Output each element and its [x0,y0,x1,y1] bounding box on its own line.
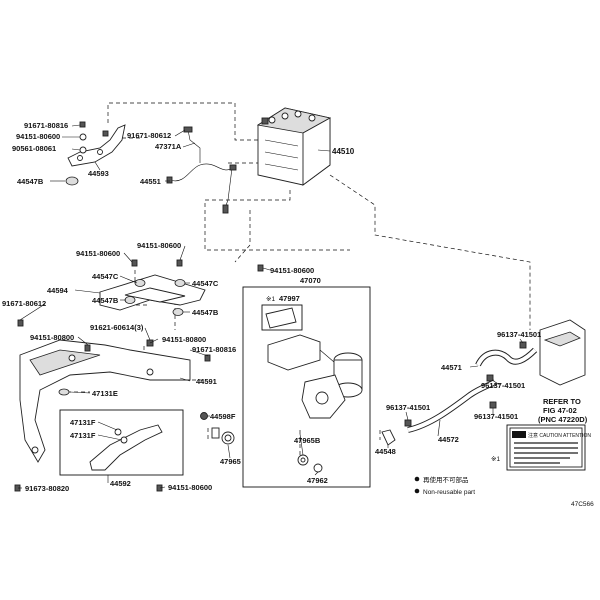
bracket-sub-box [59,409,184,476]
label-44547B-b: 44547B [92,296,119,305]
grommet-44598F [200,412,208,420]
label-47131F-b: 47131F [70,431,96,440]
label-91671-80612-b: 91671-80612 [2,299,46,308]
group-boxes [59,286,586,488]
label-47371A: 47371A [155,142,182,151]
label-44598F: 44598F [210,412,236,421]
cushion-47965 [211,427,235,445]
label-94151-80800-a: 94151-80800 [30,333,74,342]
label-96137-41501-c: 96137-41501 [386,403,430,412]
wire-harness-44551 [166,126,237,214]
label-44547C-b: 44547C [192,279,219,288]
refer-to-line1: REFER TO [543,397,581,406]
bracket-44592 [89,424,163,492]
bracket-44594 [99,259,206,316]
label-96137-41501-a: 96137-41501 [497,330,541,339]
label-94151-80600-c: 94151-80600 [137,241,181,250]
label-44591: 44591 [196,377,217,386]
label-star-caution: ※1 [491,456,500,463]
hose-44572 [404,379,497,433]
label-47131F-a: 47131F [70,418,96,427]
label-94151-80800-b: 94151-80800 [162,335,206,344]
label-91671-80816-b: 91671-80816 [192,345,236,354]
label-91671-80816-top: 91671-80816 [24,121,68,130]
label-44551: 44551 [140,177,161,186]
figure-code: 47C566 [571,501,594,508]
label-91673-80820: 91673-80820 [25,484,69,493]
pump-assembly-47070 [257,264,363,473]
bracket-44591 [14,319,211,492]
seal-sub-box [261,304,303,331]
label-44571: 44571 [441,363,462,372]
reservoir-reference [539,319,586,386]
label-90561-08061: 90561-08061 [12,144,56,153]
label-47997: 47997 [279,294,300,303]
label-96137-41501-d: 96137-41501 [474,412,518,421]
label-44547B-a: 44547B [17,177,44,186]
hose-44571 [475,341,538,382]
label-star-47997: ※1 [266,296,275,303]
label-91621-60614: 91621-60614(3) [90,323,144,332]
refer-to-line2: FIG 47-02 [543,406,577,415]
label-44510: 44510 [332,147,355,156]
caution-label [506,424,586,471]
filled-circle-icon [414,476,420,482]
label-47070: 47070 [300,276,321,285]
leader-lines [18,124,524,489]
caution-label-text-lines [514,442,578,464]
label-47131E: 47131E [92,389,118,398]
label-94151-80600-a: 94151-80600 [16,132,60,141]
legend-jp: 再使用不可部品 [423,475,469,484]
label-44572: 44572 [438,435,459,444]
label-44594: 44594 [47,286,69,295]
label-91671-80612-a: 91671-80612 [127,131,171,140]
bracket-44593 [65,121,126,186]
label-96137-41501-b: 96137-41501 [481,381,525,390]
label-47965B: 47965B [294,436,321,445]
label-44592: 44592 [110,479,131,488]
label-94151-80600-b: 94151-80600 [76,249,120,258]
label-47965: 47965 [220,457,241,466]
legend-en: Non-reusable part [423,489,475,496]
clamp-44548 [381,429,396,446]
label-44547B-c: 44547B [192,308,219,317]
part-labels: 91671-80816 94151-80600 90561-08061 4454… [2,121,594,508]
label-44593: 44593 [88,169,109,178]
filled-circle-icon [414,488,420,494]
caution-label-header [512,431,526,438]
brake-actuator-44510 [256,107,332,186]
label-94151-80600-e: 94151-80600 [270,266,314,275]
refer-to-line3: (PNC 47220D) [538,415,588,424]
label-47962: 47962 [307,476,328,485]
label-44547C-a: 44547C [92,272,119,281]
caution-title: 注意 CAUTION ATTENTION [528,432,591,439]
pump-assembly-box [242,286,371,488]
label-94151-80600-d: 94151-80600 [168,483,212,492]
label-44548: 44548 [375,447,396,456]
